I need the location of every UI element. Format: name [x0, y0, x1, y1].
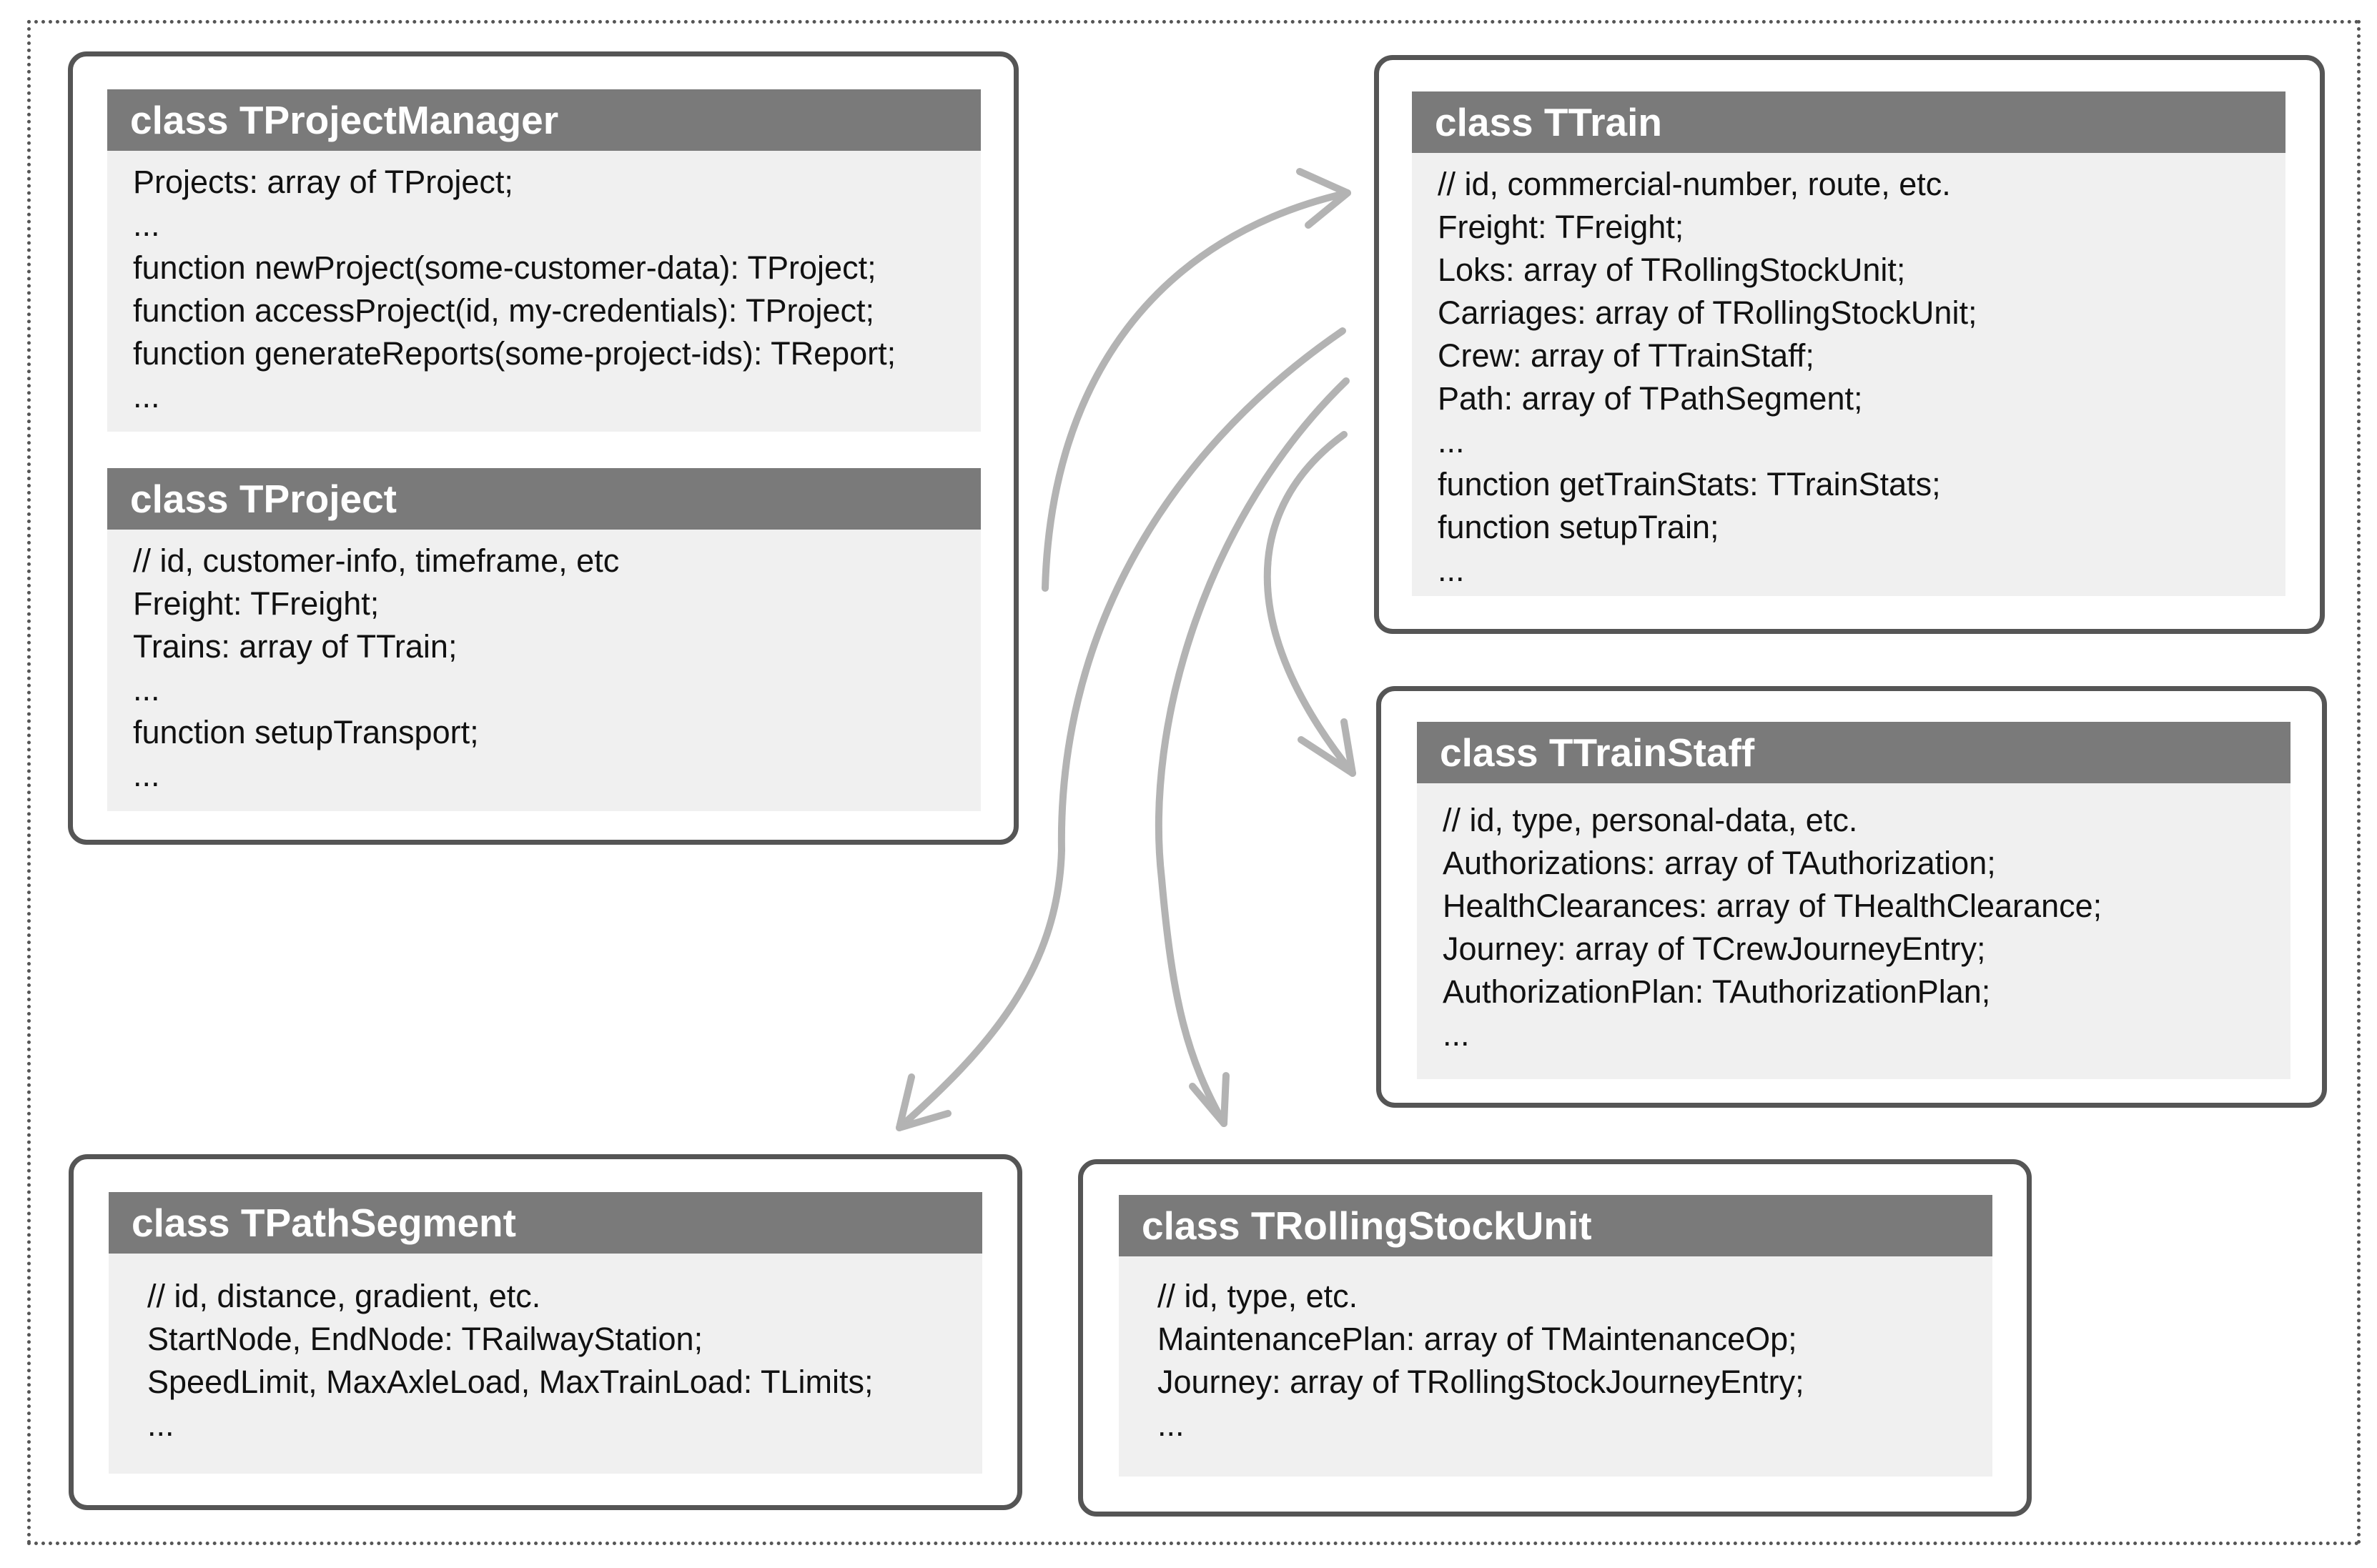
member-line: Freight: TFreight; [1438, 209, 1684, 245]
arrowhead-train-to-trainstaff [1298, 718, 1356, 777]
member-line: SpeedLimit, MaxAxleLoad, MaxTrainLoad: T… [147, 1364, 874, 1400]
class-members: // id, type, personal-data, etc. Authori… [1417, 783, 2290, 1079]
class-tpathsegment: class TPathSegment // id, distance, grad… [109, 1192, 982, 1474]
class-members: // id, type, etc. MaintenancePlan: array… [1119, 1256, 1992, 1477]
class-members: // id, customer-info, timeframe, etc Fre… [107, 530, 981, 811]
class-tproject: class TProject // id, customer-info, tim… [107, 468, 981, 811]
class-tprojectmanager: class TProjectManager Projects: array of… [107, 89, 981, 432]
member-line: function generateReports(some-project-id… [133, 335, 896, 372]
arrow-project-to-train [1042, 189, 1351, 592]
member-line: ... [1438, 552, 1465, 588]
member-line: // id, type, etc. [1157, 1278, 1358, 1314]
member-line: ... [133, 378, 160, 415]
member-line: ... [133, 671, 160, 708]
class-title: class TRollingStockUnit [1119, 1195, 1992, 1256]
member-line: Freight: TFreight; [133, 585, 380, 622]
arrowhead-train-to-rollingstock [1189, 1072, 1230, 1127]
member-line: Authorizations: array of TAuthorization; [1443, 845, 1996, 881]
member-line: AuthorizationPlan: TAuthorizationPlan; [1443, 973, 1991, 1010]
class-title: class TProject [107, 468, 981, 530]
arrowhead-train-to-pathsegment [896, 1073, 952, 1131]
class-title: class TProjectManager [107, 89, 981, 151]
diagram-frame [27, 20, 2361, 1545]
member-line: ... [147, 1406, 174, 1443]
member-line: Projects: array of TProject; [133, 164, 513, 200]
member-line: // id, type, personal-data, etc. [1443, 802, 1858, 838]
class-members: // id, distance, gradient, etc. StartNod… [109, 1254, 982, 1474]
member-line: Trains: array of TTrain; [133, 628, 458, 665]
member-line: Carriages: array of TRollingStockUnit; [1438, 294, 1977, 331]
class-trollingstockunit: class TRollingStockUnit // id, type, etc… [1119, 1195, 1992, 1477]
member-line: // id, distance, gradient, etc. [147, 1278, 541, 1314]
member-line: Path: array of TPathSegment; [1438, 380, 1863, 417]
member-line: MaintenancePlan: array of TMaintenanceOp… [1157, 1321, 1797, 1357]
member-line: // id, customer-info, timeframe, etc [133, 542, 620, 579]
class-ttrain: class TTrain // id, commercial-number, r… [1412, 91, 2285, 596]
member-line: function newProject(some-customer-data):… [133, 249, 876, 286]
member-line: StartNode, EndNode: TRailwayStation; [147, 1321, 703, 1357]
arrow-train-to-rollingstock [1155, 377, 1350, 1127]
member-line: function getTrainStats: TTrainStats; [1438, 466, 1941, 502]
arrowhead-project-to-train [1296, 168, 1351, 229]
member-line: function setupTrain; [1438, 509, 1719, 545]
member-line: Loks: array of TRollingStockUnit; [1438, 252, 1906, 288]
class-title: class TPathSegment [109, 1192, 982, 1254]
member-line: function accessProject(id, my-credential… [133, 292, 875, 329]
member-line: ... [133, 207, 160, 243]
arrow-train-to-trainstaff [1263, 431, 1356, 777]
member-line: ... [1157, 1406, 1185, 1443]
member-line: Journey: array of TCrewJourneyEntry; [1443, 931, 1986, 967]
arrow-train-to-pathsegment [896, 327, 1346, 1131]
member-line: ... [1443, 1016, 1470, 1053]
member-line: ... [133, 757, 160, 793]
class-members: Projects: array of TProject; ... functio… [107, 151, 981, 432]
member-line: ... [1438, 423, 1465, 460]
class-ttrainstaff: class TTrainStaff // id, type, personal-… [1417, 722, 2290, 1079]
class-members: // id, commercial-number, route, etc. Fr… [1412, 153, 2285, 596]
class-title: class TTrainStaff [1417, 722, 2290, 783]
member-line: Journey: array of TRollingStockJourneyEn… [1157, 1364, 1804, 1400]
member-line: // id, commercial-number, route, etc. [1438, 166, 1951, 202]
member-line: Crew: array of TTrainStaff; [1438, 337, 1814, 374]
member-line: HealthClearances: array of THealthCleara… [1443, 888, 2102, 924]
class-title: class TTrain [1412, 91, 2285, 153]
member-line: function setupTransport; [133, 714, 479, 750]
